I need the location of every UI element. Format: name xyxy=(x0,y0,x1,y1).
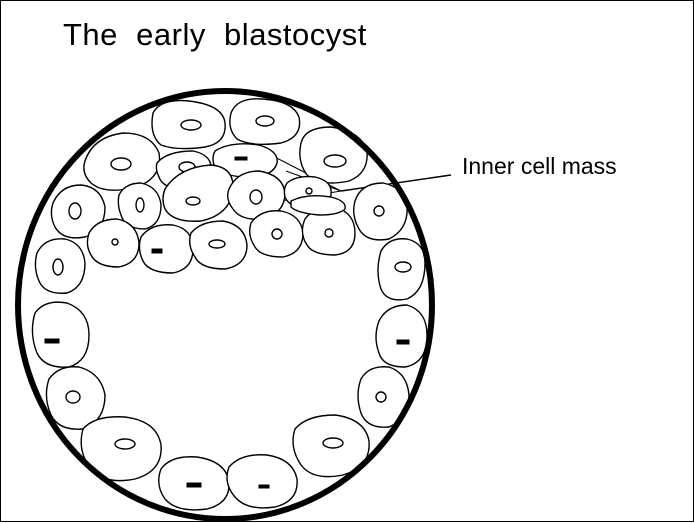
inner-cell-mass-label: Inner cell mass xyxy=(462,153,617,180)
